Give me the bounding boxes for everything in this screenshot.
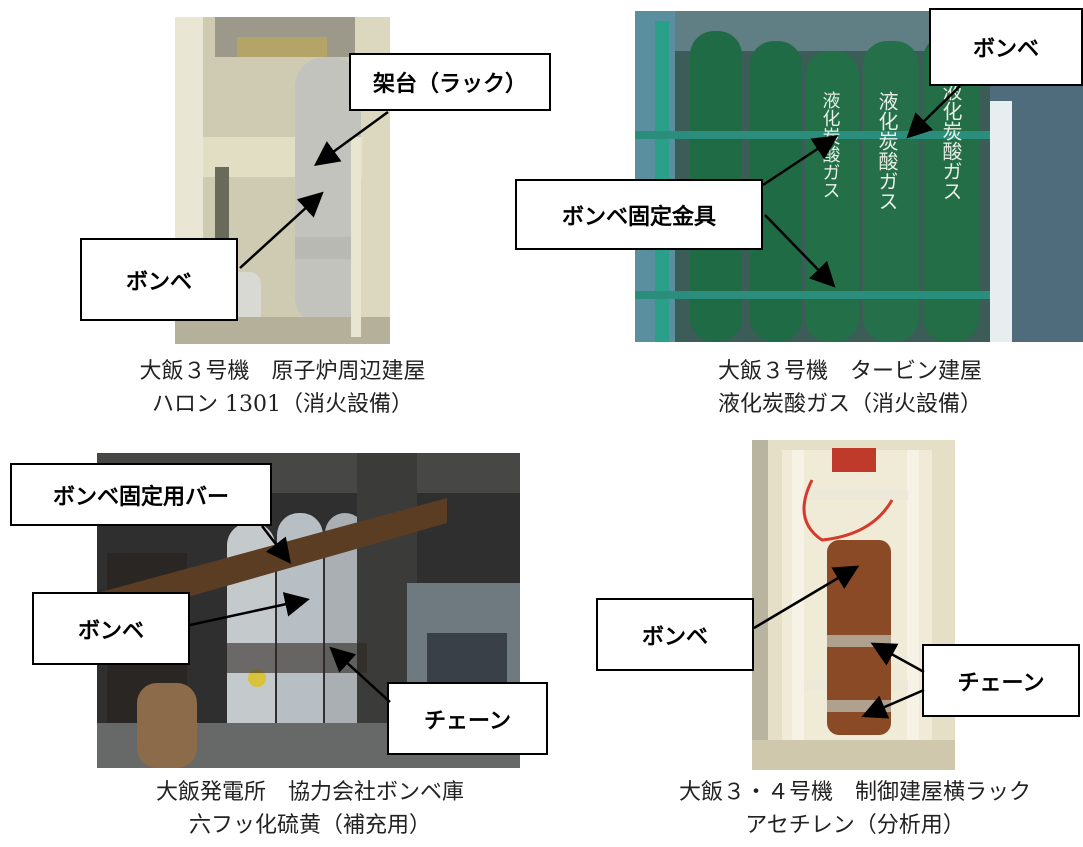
- cylinder-label-1: 液化炭酸ガス: [875, 91, 899, 211]
- callout-chain: チェーン: [922, 644, 1080, 717]
- callout-cylinder-fixing-bar: ボンベ固定用バー: [10, 463, 272, 526]
- caption-line-1: 大飯３号機 原子炉周辺建屋: [139, 359, 426, 384]
- photo-acetylene-rack: [752, 440, 955, 770]
- callout-cylinder: ボンベ: [596, 598, 754, 671]
- caption-line-1: 大飯発電所 協力会社ボンベ庫: [155, 780, 464, 805]
- caption-panel-4: 大飯３・４号機 制御建屋横ラック アセチレン（分析用）: [630, 776, 1080, 842]
- callout-rack: 架台（ラック）: [349, 53, 551, 111]
- caption-line-2: 六フッ化硫黄（補充用）: [188, 813, 431, 838]
- caption-line-2: 液化炭酸ガス（消火設備）: [717, 392, 982, 417]
- cylinder-label-2: 液化炭酸ガス: [820, 91, 841, 199]
- caption-panel-3: 大飯発電所 協力会社ボンベ庫 六フッ化硫黄（補充用）: [100, 776, 520, 842]
- caption-line-2: ハロン 1301（消火設備）: [152, 392, 413, 417]
- caption-panel-2: 大飯３号機 タービン建屋 液化炭酸ガス（消火設備）: [660, 355, 1040, 421]
- callout-cylinder: ボンベ: [929, 8, 1083, 86]
- cylinder-label-3: 液化炭酸ガス: [939, 81, 963, 201]
- caption-line-1: 大飯３号機 タービン建屋: [717, 359, 982, 384]
- callout-cylinder: ボンベ: [80, 238, 238, 321]
- callout-cylinder-fixing-bracket: ボンベ固定金具: [515, 179, 763, 250]
- caption-line-1: 大飯３・４号機 制御建屋横ラック: [678, 780, 1031, 805]
- callout-chain: チェーン: [387, 682, 548, 755]
- caption-panel-1: 大飯３号機 原子炉周辺建屋 ハロン 1301（消火設備）: [115, 355, 450, 421]
- callout-cylinder: ボンベ: [32, 592, 190, 665]
- caption-line-2: アセチレン（分析用）: [745, 813, 965, 838]
